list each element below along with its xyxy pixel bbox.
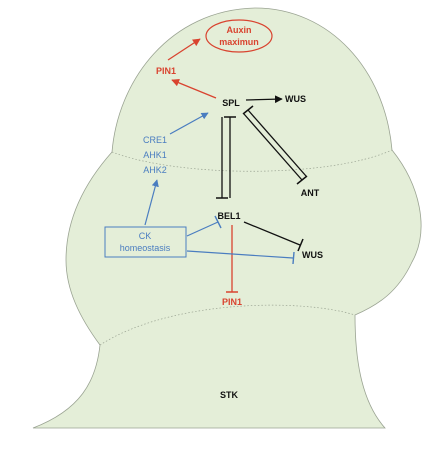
ahk2-label: AHK2 [143, 165, 167, 175]
edge-ck-to-ahk [144, 179, 159, 226]
edge-ck-inhibits-bel1 [186, 221, 219, 237]
edge-bel1-inhibits-wus [243, 221, 301, 246]
ant-label: ANT [301, 188, 320, 198]
edge-ant-inhibits-spl-bar [242, 105, 254, 115]
wus-top-label: WUS [285, 94, 306, 104]
edge-ahk-to-spl [169, 112, 209, 135]
ck-label-line1: CK [139, 231, 152, 241]
edge-pin1-to-auxin [167, 38, 201, 61]
ck-label-line2: homeostasis [120, 243, 171, 253]
ahk1-label: AHK1 [143, 150, 167, 160]
edge-spl-to-wus [245, 95, 283, 104]
edge-ck-inhibits-wus-bar [292, 251, 295, 265]
edge-bel1-inhibits-wus-bar [297, 238, 304, 252]
auxin-label-line2: maximun [219, 37, 259, 47]
edge-ck-inhibits-bel1-bar [214, 215, 222, 229]
edge-spl-to-pin1 [171, 79, 217, 99]
edge-spl-inhibits-ant-bar [296, 175, 308, 185]
edge-ant-inhibits-spl [247, 109, 307, 177]
ck-homeostasis-box [104, 226, 187, 258]
pin1-bottom-label: PIN1 [222, 297, 242, 307]
bel1-label: BEL1 [217, 211, 240, 221]
ovule-outline [32, 7, 422, 429]
pin1-top-label: PIN1 [156, 66, 176, 76]
stk-label: STK [220, 390, 239, 400]
auxin-maximum-ellipse [205, 19, 273, 53]
cre1-label: CRE1 [143, 135, 167, 145]
auxin-label-line1: Auxin [226, 25, 251, 35]
edge-ck-inhibits-wus [186, 250, 294, 259]
boundary-upper [111, 149, 393, 172]
wus-mid-label: WUS [302, 250, 323, 260]
spl-label: SPL [222, 98, 240, 108]
edge-spl-inhibits-ant [243, 113, 303, 181]
